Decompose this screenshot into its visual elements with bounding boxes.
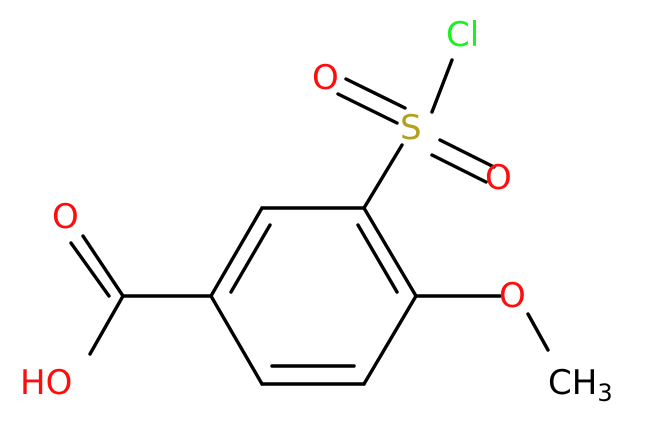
bond-ring-upper-left-inner xyxy=(229,223,272,294)
bond-sulfur-to-chlorine xyxy=(430,58,454,114)
bond-sulfur-to-upper-oxygen-a xyxy=(344,77,407,110)
chlorosulfonyl-group xyxy=(336,58,496,210)
methyl-main-text: CH xyxy=(548,363,597,403)
benzene-ring xyxy=(209,206,418,386)
sulfonyl-lower-oxygen-label: O xyxy=(485,158,512,198)
bond-ring-upper-right xyxy=(362,206,418,298)
chlorine-label: Cl xyxy=(446,15,479,55)
carbonyl-oxygen-label: O xyxy=(52,197,79,237)
hydroxyl-label: HO xyxy=(20,363,72,403)
bond-ring-to-sulfur xyxy=(362,143,404,210)
bond-carbonyl-b xyxy=(69,241,111,298)
bond-ring-upper-left xyxy=(209,206,264,298)
methoxy-group xyxy=(414,294,550,352)
sulfur-label: S xyxy=(400,108,422,148)
bond-sulfur-to-lower-oxygen-a xyxy=(438,138,496,169)
bond-carboxyl-to-hydroxyl xyxy=(88,294,125,356)
methyl-subscript: 3 xyxy=(597,379,612,407)
bond-sulfur-to-upper-oxygen-b xyxy=(336,92,399,125)
carboxyl-group xyxy=(69,234,213,356)
bond-carbonyl-a xyxy=(81,234,125,298)
bond-methoxy-oxygen-to-methyl xyxy=(526,312,550,352)
methoxy-oxygen-label: O xyxy=(499,276,526,316)
bond-ring-lower-right xyxy=(362,294,418,386)
sulfonyl-upper-oxygen-label: O xyxy=(312,58,339,98)
bond-sulfur-to-lower-oxygen-b xyxy=(430,153,488,184)
methyl-label: CH3 xyxy=(548,363,613,407)
bond-ring-lower-left xyxy=(209,294,264,386)
bond-ring-upper-right-inner xyxy=(356,223,399,294)
